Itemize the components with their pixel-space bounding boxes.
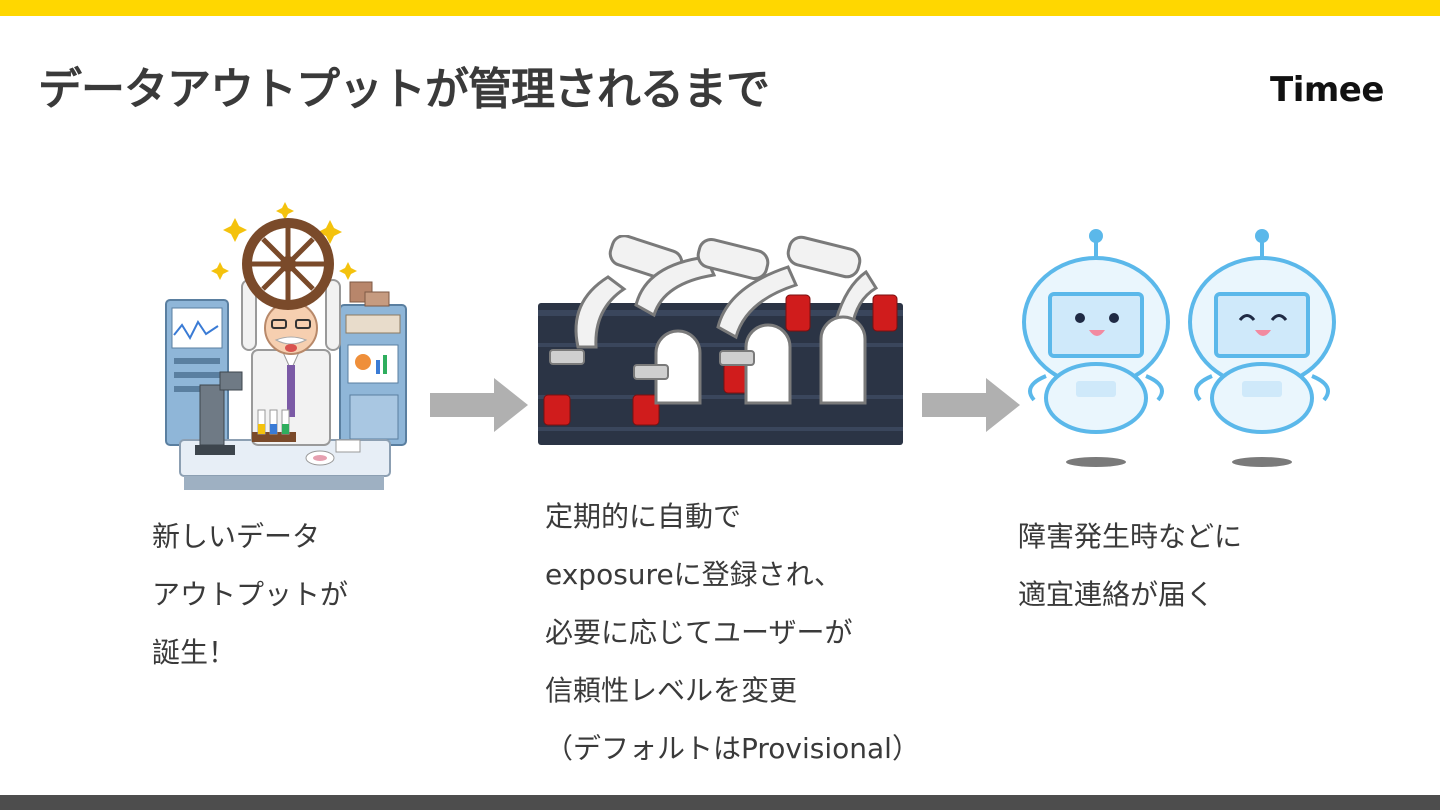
caption-line: 適宜連絡が届く: [1018, 578, 1215, 611]
caption-line: 障害発生時などに: [1018, 520, 1243, 553]
robot-icon: [1188, 229, 1336, 467]
step-3-caption: 障害発生時などに 適宜連絡が届く: [1018, 508, 1242, 624]
slide-title: データアウトプットが管理されるまで: [38, 64, 770, 115]
robot-arm-assembly-line-illustration: [538, 235, 903, 445]
step-1-caption: 新しいデータ アウトプットが 誕生！: [152, 508, 348, 682]
caption-line: 誕生！: [152, 636, 237, 669]
caption-line: （デフォルトはProvisional）: [545, 732, 920, 765]
robot-arm-icon: [574, 235, 879, 349]
right-arrow-icon: [922, 378, 1020, 432]
caption-line: 信頼性レベルを変更: [545, 674, 798, 707]
right-arrow-icon: [430, 378, 528, 432]
step-2-caption: 定期的に自動で exposureに登録され、 必要に応じてユーザーが 信頼性レベ…: [545, 488, 920, 778]
caption-line: 新しいデータ: [152, 520, 321, 553]
bottom-bar: [0, 795, 1440, 810]
top-accent-bar: [0, 0, 1440, 16]
scientist-holding-wheel-illustration: [165, 202, 407, 490]
robot-icon: [1022, 229, 1170, 467]
brand-logo: Timee: [1270, 70, 1384, 110]
caption-line: アウトプットが: [152, 578, 349, 611]
caption-line: 定期的に自動で: [545, 500, 742, 533]
two-robots-illustration: [1022, 229, 1336, 467]
sparkle-icon: [211, 202, 357, 280]
caption-line: 必要に応じてユーザーが: [545, 616, 853, 649]
wheel-icon: [242, 218, 334, 310]
caption-line: exposureに登録され、: [545, 558, 842, 591]
